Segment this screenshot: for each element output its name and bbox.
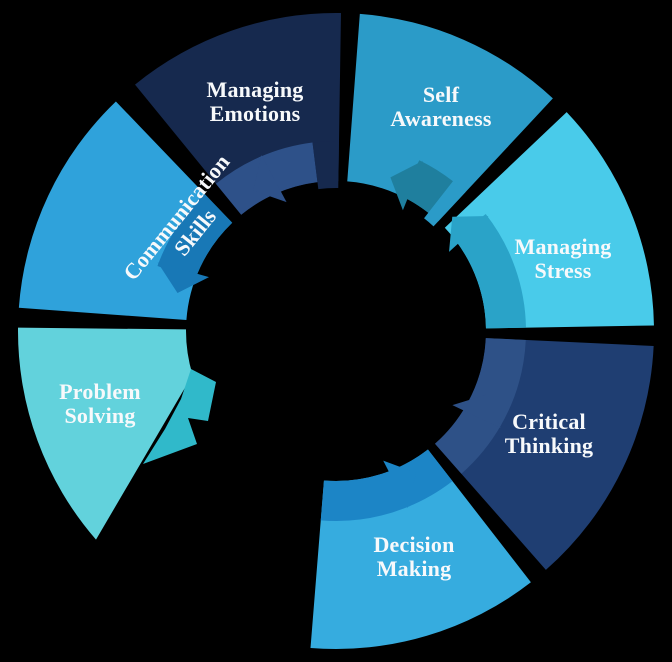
segment-label-line: Managing	[515, 234, 612, 259]
segment-label-line: Stress	[534, 258, 591, 283]
segment-label-line: Managing	[207, 77, 304, 102]
segment-arrowhead-self-awareness	[390, 160, 423, 211]
segment-inner-band-decision-making	[320, 469, 411, 522]
segment-tab-managing-emotions	[312, 140, 339, 190]
segment-inner-band-critical-thinking	[435, 404, 502, 474]
segment-inner-band-managing-stress	[454, 214, 526, 329]
segment-body-self-awareness	[347, 13, 553, 222]
segment-label-line: Self	[423, 82, 460, 107]
segment-label-line: Emotions	[210, 101, 301, 126]
segment-label-line: Critical	[512, 409, 586, 434]
segment-communication-skills: CommunicationSkills	[18, 101, 235, 321]
segment-label-line: Making	[377, 556, 452, 581]
segment-label-line: Problem	[59, 379, 141, 404]
segment-tab-self-awareness	[424, 181, 466, 227]
segment-arrowhead-decision-making	[383, 460, 417, 509]
segment-inner-band-communication-skills	[157, 193, 233, 280]
segment-arrow-band-problem-solving	[143, 369, 216, 464]
segment-body-problem-solving	[18, 327, 193, 540]
segment-arrowhead-managing-emotions	[253, 155, 287, 203]
segment-arrowhead-communication-skills	[157, 262, 209, 293]
segment-arrowhead-managing-stress	[449, 216, 489, 252]
segment-label-line: Solving	[64, 403, 135, 428]
segment-label-line: Decision	[373, 532, 454, 557]
segment-label-line: Thinking	[505, 433, 593, 458]
segment-arrowhead-critical-thinking	[452, 394, 501, 428]
segment-label-line: Awareness	[390, 106, 491, 131]
